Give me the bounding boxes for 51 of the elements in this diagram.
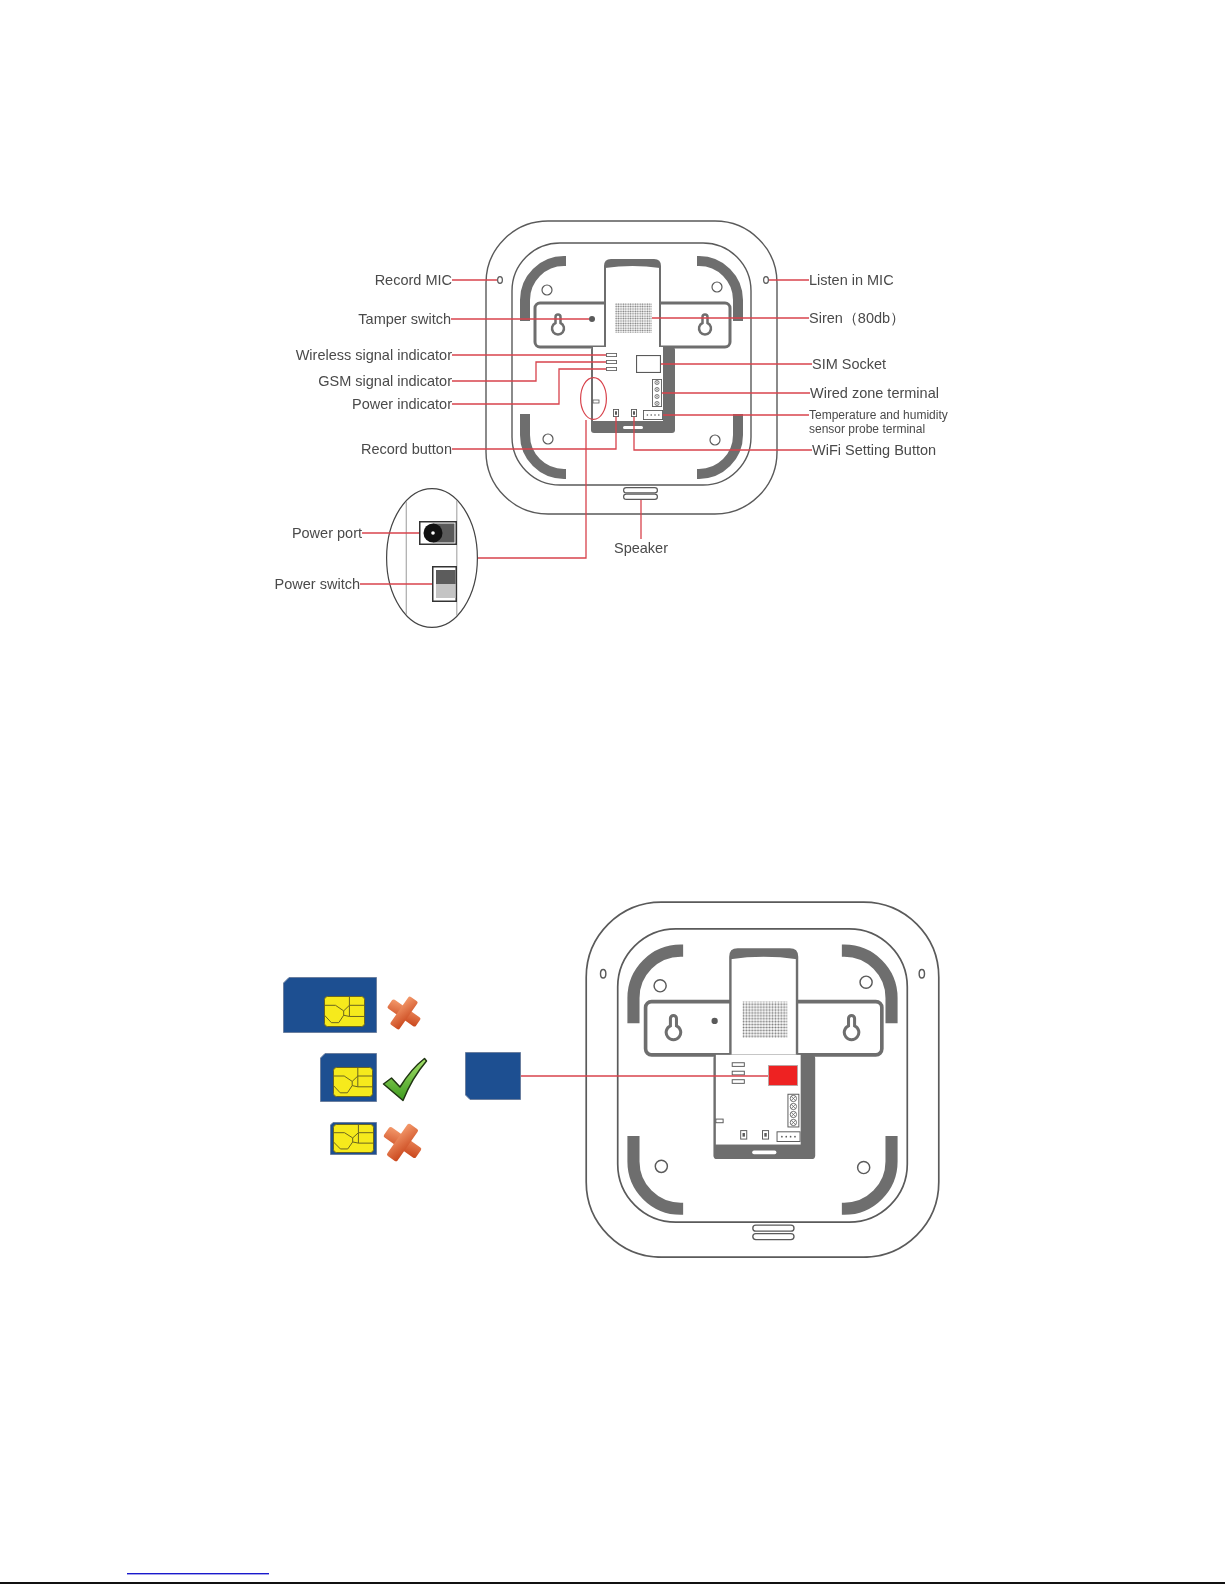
push-button xyxy=(631,409,637,417)
part-label: Power indicator xyxy=(352,395,452,413)
leader-line xyxy=(477,419,587,559)
siren-grille xyxy=(615,303,652,333)
part-label: SIM Socket xyxy=(812,355,887,373)
leader-line xyxy=(451,361,607,382)
leader-line xyxy=(662,414,810,416)
part-label: Temperature and humidity sensor probe terminal xyxy=(809,408,951,436)
part-label: Record MIC xyxy=(374,271,452,289)
sim-card xyxy=(465,1052,521,1100)
leader-line xyxy=(640,499,642,540)
tamper-switch-dot xyxy=(589,316,595,322)
leader-line xyxy=(451,368,607,405)
leader-line xyxy=(451,354,607,356)
magnified-inset xyxy=(386,488,478,628)
highlight-ellipse xyxy=(580,377,607,420)
part-label: Power switch xyxy=(274,575,360,593)
indicator-led xyxy=(606,367,617,371)
part-label: Power port xyxy=(291,524,362,542)
leader-line xyxy=(651,317,810,319)
part-label: Wired zone terminal xyxy=(810,384,939,402)
power-jack xyxy=(419,521,457,545)
slide-switch xyxy=(432,566,457,602)
leader-line xyxy=(660,363,813,365)
speaker-grille xyxy=(623,487,658,500)
mic-hole xyxy=(497,276,503,284)
part-label: Siren（80db） xyxy=(809,309,906,327)
part-label: Record button xyxy=(360,440,452,458)
sim-socket xyxy=(768,1065,798,1086)
indicator-led xyxy=(606,353,617,357)
leader-line xyxy=(451,416,617,450)
leader-line xyxy=(451,279,498,281)
part-label: Listen in MIC xyxy=(809,271,894,289)
part-label: WiFi Setting Button xyxy=(812,441,937,459)
terminal-block xyxy=(652,379,662,407)
part-label: GSM signal indicator xyxy=(318,372,452,390)
mic-hole xyxy=(763,276,769,284)
leader-line xyxy=(768,279,810,281)
part-label: Speaker xyxy=(614,539,668,557)
leader-line xyxy=(361,532,420,534)
leader-line xyxy=(633,416,813,451)
push-button xyxy=(613,409,619,417)
leader-line xyxy=(661,392,811,394)
indicator-led xyxy=(606,360,617,364)
part-label: Wireless signal indicator xyxy=(295,346,452,364)
leader-line xyxy=(450,318,590,320)
leader-line xyxy=(520,1075,769,1077)
pin-header xyxy=(643,410,663,420)
part-label: Tamper switch xyxy=(358,310,451,328)
leader-line xyxy=(359,583,433,585)
sim-socket xyxy=(636,355,661,373)
